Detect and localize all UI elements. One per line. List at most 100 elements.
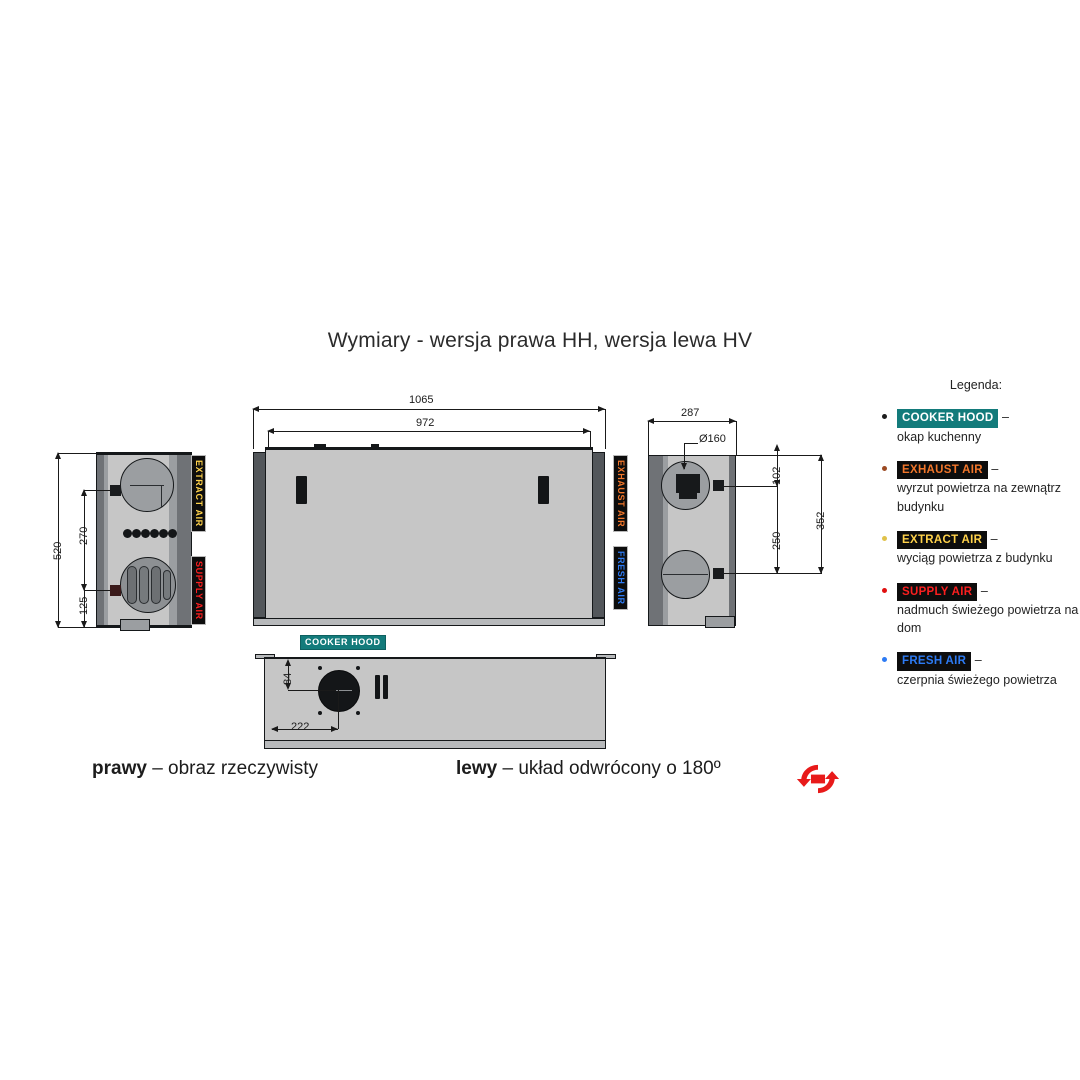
legend-dash: – <box>974 653 982 668</box>
callout-d160-label: Ø160 <box>699 433 726 445</box>
dim-1065-line <box>253 409 605 410</box>
bottom-view-base <box>264 740 606 749</box>
dim-84-line <box>288 661 289 688</box>
tag-cooker-hood: COOKER HOOD <box>300 635 386 651</box>
dim-972-arrow-left <box>267 427 274 434</box>
legend-item: EXTRACT AIR – wyciąg powietrza z budynku <box>872 530 1080 568</box>
legend-item-body: SUPPLY AIR – nadmuch świeżego powietrza n… <box>897 582 1080 638</box>
rotate-180-icon <box>796 757 840 801</box>
legend-description: wyrzut powietrza na zewnątrz budynku <box>897 481 1061 514</box>
dim-84-ext <box>288 690 336 691</box>
tag-extract-air-left-view: EXTRACT AIR <box>190 455 206 532</box>
dim-250-arrow-bottom <box>773 567 780 574</box>
dim-352-arrow-top <box>817 454 824 461</box>
legend-item-body: EXTRACT AIR – wyciąg powietrza z budynku <box>897 530 1053 568</box>
legend-item: EXHAUST AIR –wyrzut powietrza na zewnątr… <box>872 460 1080 516</box>
dim-287-arrow-right <box>729 417 736 424</box>
dim-1065-ext-right <box>605 409 606 449</box>
dim-250-label: 250 <box>771 531 783 550</box>
dim-270-label: 270 <box>78 526 90 545</box>
connector-upper <box>110 485 121 496</box>
page-title: Wymiary-wersja prawa HH, wersja lewa HV <box>0 329 1080 353</box>
callout-d160-leader-h <box>684 443 698 444</box>
right-view-connector-lower <box>713 568 724 579</box>
dim-270-arrow-top <box>80 489 87 496</box>
right-view-damper <box>676 474 700 493</box>
dim-1065-ext-left <box>253 409 254 449</box>
title-dash: - <box>416 329 424 352</box>
dim-125-label: 125 <box>78 596 90 615</box>
dim-102-arrow-bottom <box>773 480 780 487</box>
connector-lower <box>110 585 121 596</box>
dim-1065-arrow-left <box>252 405 259 412</box>
legend-dash: – <box>1001 410 1009 424</box>
bottom-view-slot-a <box>375 675 380 699</box>
legend-description: okap kuchenny <box>897 429 982 444</box>
right-view-foot <box>705 616 735 628</box>
dim-972-line <box>268 431 590 432</box>
front-view-handle-left <box>296 476 307 504</box>
front-view-handle-right <box>538 476 549 504</box>
dim-222-arrow-left <box>271 725 278 732</box>
dim-520-label: 520 <box>52 541 64 560</box>
right-view-connector-upper <box>713 480 724 491</box>
dim-352-label: 352 <box>815 511 827 530</box>
dim-1065-arrow-right <box>598 405 605 412</box>
dim-250-ext-bottom <box>724 573 822 574</box>
dim-520-ext-top <box>58 453 110 454</box>
dim-125-arrow-bottom <box>80 621 87 628</box>
dim-102-arrow-top <box>773 444 780 451</box>
caption-left-bold: lewy <box>456 758 498 779</box>
legend-bullet-icon <box>882 465 887 471</box>
callout-d160-arrow <box>680 463 687 470</box>
legend-bullet-icon <box>882 414 887 419</box>
dim-520-arrow-bottom <box>54 621 61 628</box>
dim-102-label: 102 <box>771 466 783 485</box>
front-view-body <box>265 449 593 621</box>
dim-1065-label: 1065 <box>409 394 434 406</box>
dim-287-ext-left <box>648 421 649 455</box>
legend-item-body: EXHAUST AIR –wyrzut powietrza na zewnątr… <box>897 460 1080 516</box>
legend-item-body: COOKER HOOD – okap kuchenny <box>897 408 1009 446</box>
legend-chip: COOKER HOOD <box>897 409 999 428</box>
caption-right-text: – obraz rzeczywisty <box>152 758 318 779</box>
front-view-base <box>253 618 605 626</box>
caption-right-version: prawy – obraz rzeczywisty <box>92 758 318 780</box>
legend-item: COOKER HOOD – okap kuchenny <box>872 408 1080 446</box>
legend-bullet-icon <box>882 535 887 541</box>
dim-972-arrow-right <box>583 427 590 434</box>
legend-bullet-icon <box>882 587 887 593</box>
dim-287-ext-right <box>736 421 737 455</box>
dim-520-line <box>58 453 59 627</box>
left-view-foot <box>120 619 150 631</box>
legend-chip: SUPPLY AIR <box>897 582 978 602</box>
dim-287-arrow-left <box>647 417 654 424</box>
dim-287-label: 287 <box>681 407 700 419</box>
title-main: Wymiary <box>327 329 411 352</box>
dim-222-ext <box>338 690 339 729</box>
dim-287-line <box>648 421 736 422</box>
title-rest: wersja prawa HH, wersja lewa HV <box>429 329 753 352</box>
bottom-view-slot-b <box>383 675 388 699</box>
caption-left-text: – układ odwrócony o 180º <box>502 758 721 779</box>
dim-222-label: 222 <box>291 721 310 733</box>
dim-102-ext-bottom <box>724 486 778 487</box>
bottom-view-body <box>264 657 606 745</box>
dim-102-line <box>777 446 778 486</box>
dim-250-line <box>777 486 778 573</box>
dim-520-arrow-top <box>54 452 61 459</box>
dim-84-label: 84 <box>282 672 294 685</box>
tag-exhaust-air-right-view: EXHAUST AIR <box>612 455 628 533</box>
legend-item-body: FRESH AIR –czerpnia świeżego powietrza <box>897 651 1057 689</box>
tag-fresh-air-right-view: FRESH AIR <box>612 546 628 610</box>
legend-chip: FRESH AIR <box>897 652 972 672</box>
legend-description: wyciąg powietrza z budynku <box>897 551 1053 566</box>
legend-dash: – <box>980 583 988 598</box>
legend-dash: – <box>990 531 998 546</box>
legend-chip: EXTRACT AIR <box>897 530 988 550</box>
legend-description: nadmuch świeżego powietrza na dom <box>897 603 1079 636</box>
legend-heading: Legenda: <box>949 378 1003 392</box>
